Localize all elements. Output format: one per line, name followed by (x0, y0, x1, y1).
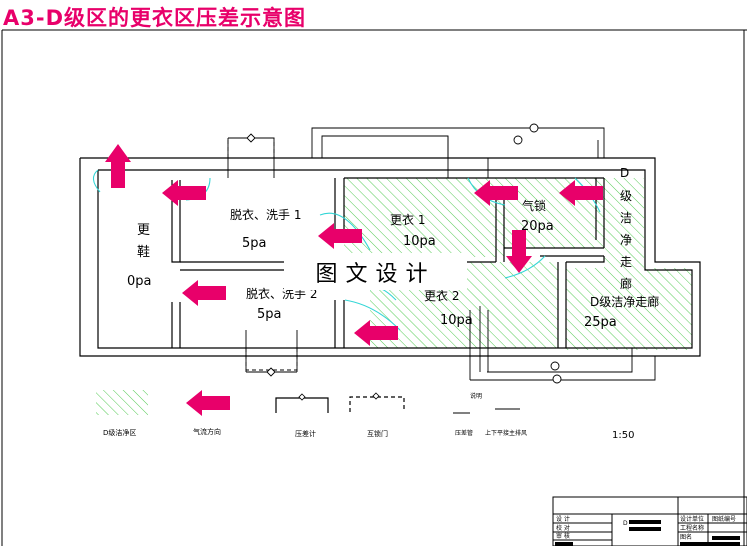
arrow-up-shoes (105, 144, 131, 188)
watermark-text: 图文设计 (315, 261, 436, 287)
legend-interlock-icon (349, 396, 405, 412)
arrow-down-airlock (506, 230, 532, 273)
legend-clean-label: D级洁净区 (103, 428, 136, 437)
sheet-frame (1, 29, 747, 546)
arrow-left-dress2 (354, 320, 398, 346)
corridor-vchar-1: 级 (620, 189, 632, 203)
shoe-room-name-1: 更 (137, 223, 150, 238)
legend-gauge-label: 压差计 (295, 429, 316, 438)
diagram-title: A3-D级区的更衣区压差示意图 (3, 6, 307, 30)
dress2-pressure: 10pa (440, 313, 473, 328)
legend-airflow-label: 气流方向 (193, 427, 221, 436)
corridor-vchar-3: 净 (620, 233, 632, 247)
arrow-left-dress1 (318, 223, 362, 249)
room-labels: 更 鞋 0pa 脱衣、洗手 1 5pa 脱衣、洗手 2 5pa 更衣 1 10p… (127, 166, 659, 330)
shoe-room-pressure: 0pa (127, 274, 152, 289)
tb-project-hdr: 设计单位 (680, 515, 704, 523)
tb-sheet-lbl: 图名 (680, 533, 692, 541)
undress2-pressure: 5pa (257, 307, 282, 322)
arrow-left-corridor (559, 180, 603, 206)
arrow-left-undress2 (182, 280, 226, 306)
tb-project-lbl: 工程名称 (680, 524, 704, 532)
legend: D级洁净区 气流方向 压差计 互锁门 说明 压差管 上下平接主排风 1:50 (96, 390, 634, 441)
dress1-name: 更衣 1 (390, 212, 425, 227)
scale-label: 1:50 (612, 430, 634, 441)
airflow-arrows (105, 144, 603, 346)
legend-interlock-label: 互锁门 (367, 429, 388, 438)
arrow-left-undress1 (162, 180, 206, 206)
watermark-stamp: 图文设计 (284, 253, 467, 290)
pressure-pipes (227, 127, 656, 381)
pressure-gauges (246, 123, 562, 384)
arrow-left-airlock (474, 180, 518, 206)
legend-line-a-label: 压差管 (455, 429, 473, 437)
airlock-name: 气锁 (522, 198, 546, 213)
corridor-vchar-0: D (620, 166, 629, 180)
corridor-vchar-2: 洁 (620, 211, 632, 225)
legend-line-b-label: 上下平接主排风 (485, 429, 527, 437)
corridor-vchar-4: 走 (620, 255, 632, 269)
title-block: 设 计 校 对 审 核 D 设计单位 工程名称 图名 图纸编号 (552, 496, 747, 546)
dress2-name: 更衣 2 (424, 288, 459, 303)
corridor-name: D级洁净走廊 (590, 294, 659, 309)
tb-drawing-no: D (623, 520, 628, 527)
corridor-pressure: 25pa (584, 315, 617, 330)
undress1-pressure: 5pa (242, 236, 267, 251)
legend-clean-swatch (96, 390, 148, 415)
tb-sheet-hdr: 图纸编号 (712, 515, 736, 523)
shoe-room-name-2: 鞋 (137, 244, 150, 260)
airlock-pressure: 20pa (521, 219, 554, 234)
tb-approve: 审 核 (556, 532, 570, 540)
undress1-name: 脱衣、洗手 1 (230, 207, 301, 222)
corridor-vchar-5: 廊 (620, 276, 632, 291)
legend-arrow-icon (186, 390, 230, 416)
tb-check: 校 对 (556, 524, 570, 532)
legend-notes-header: 说明 (470, 392, 482, 400)
tb-design: 设 计 (556, 515, 570, 523)
dress1-pressure: 10pa (403, 234, 436, 249)
